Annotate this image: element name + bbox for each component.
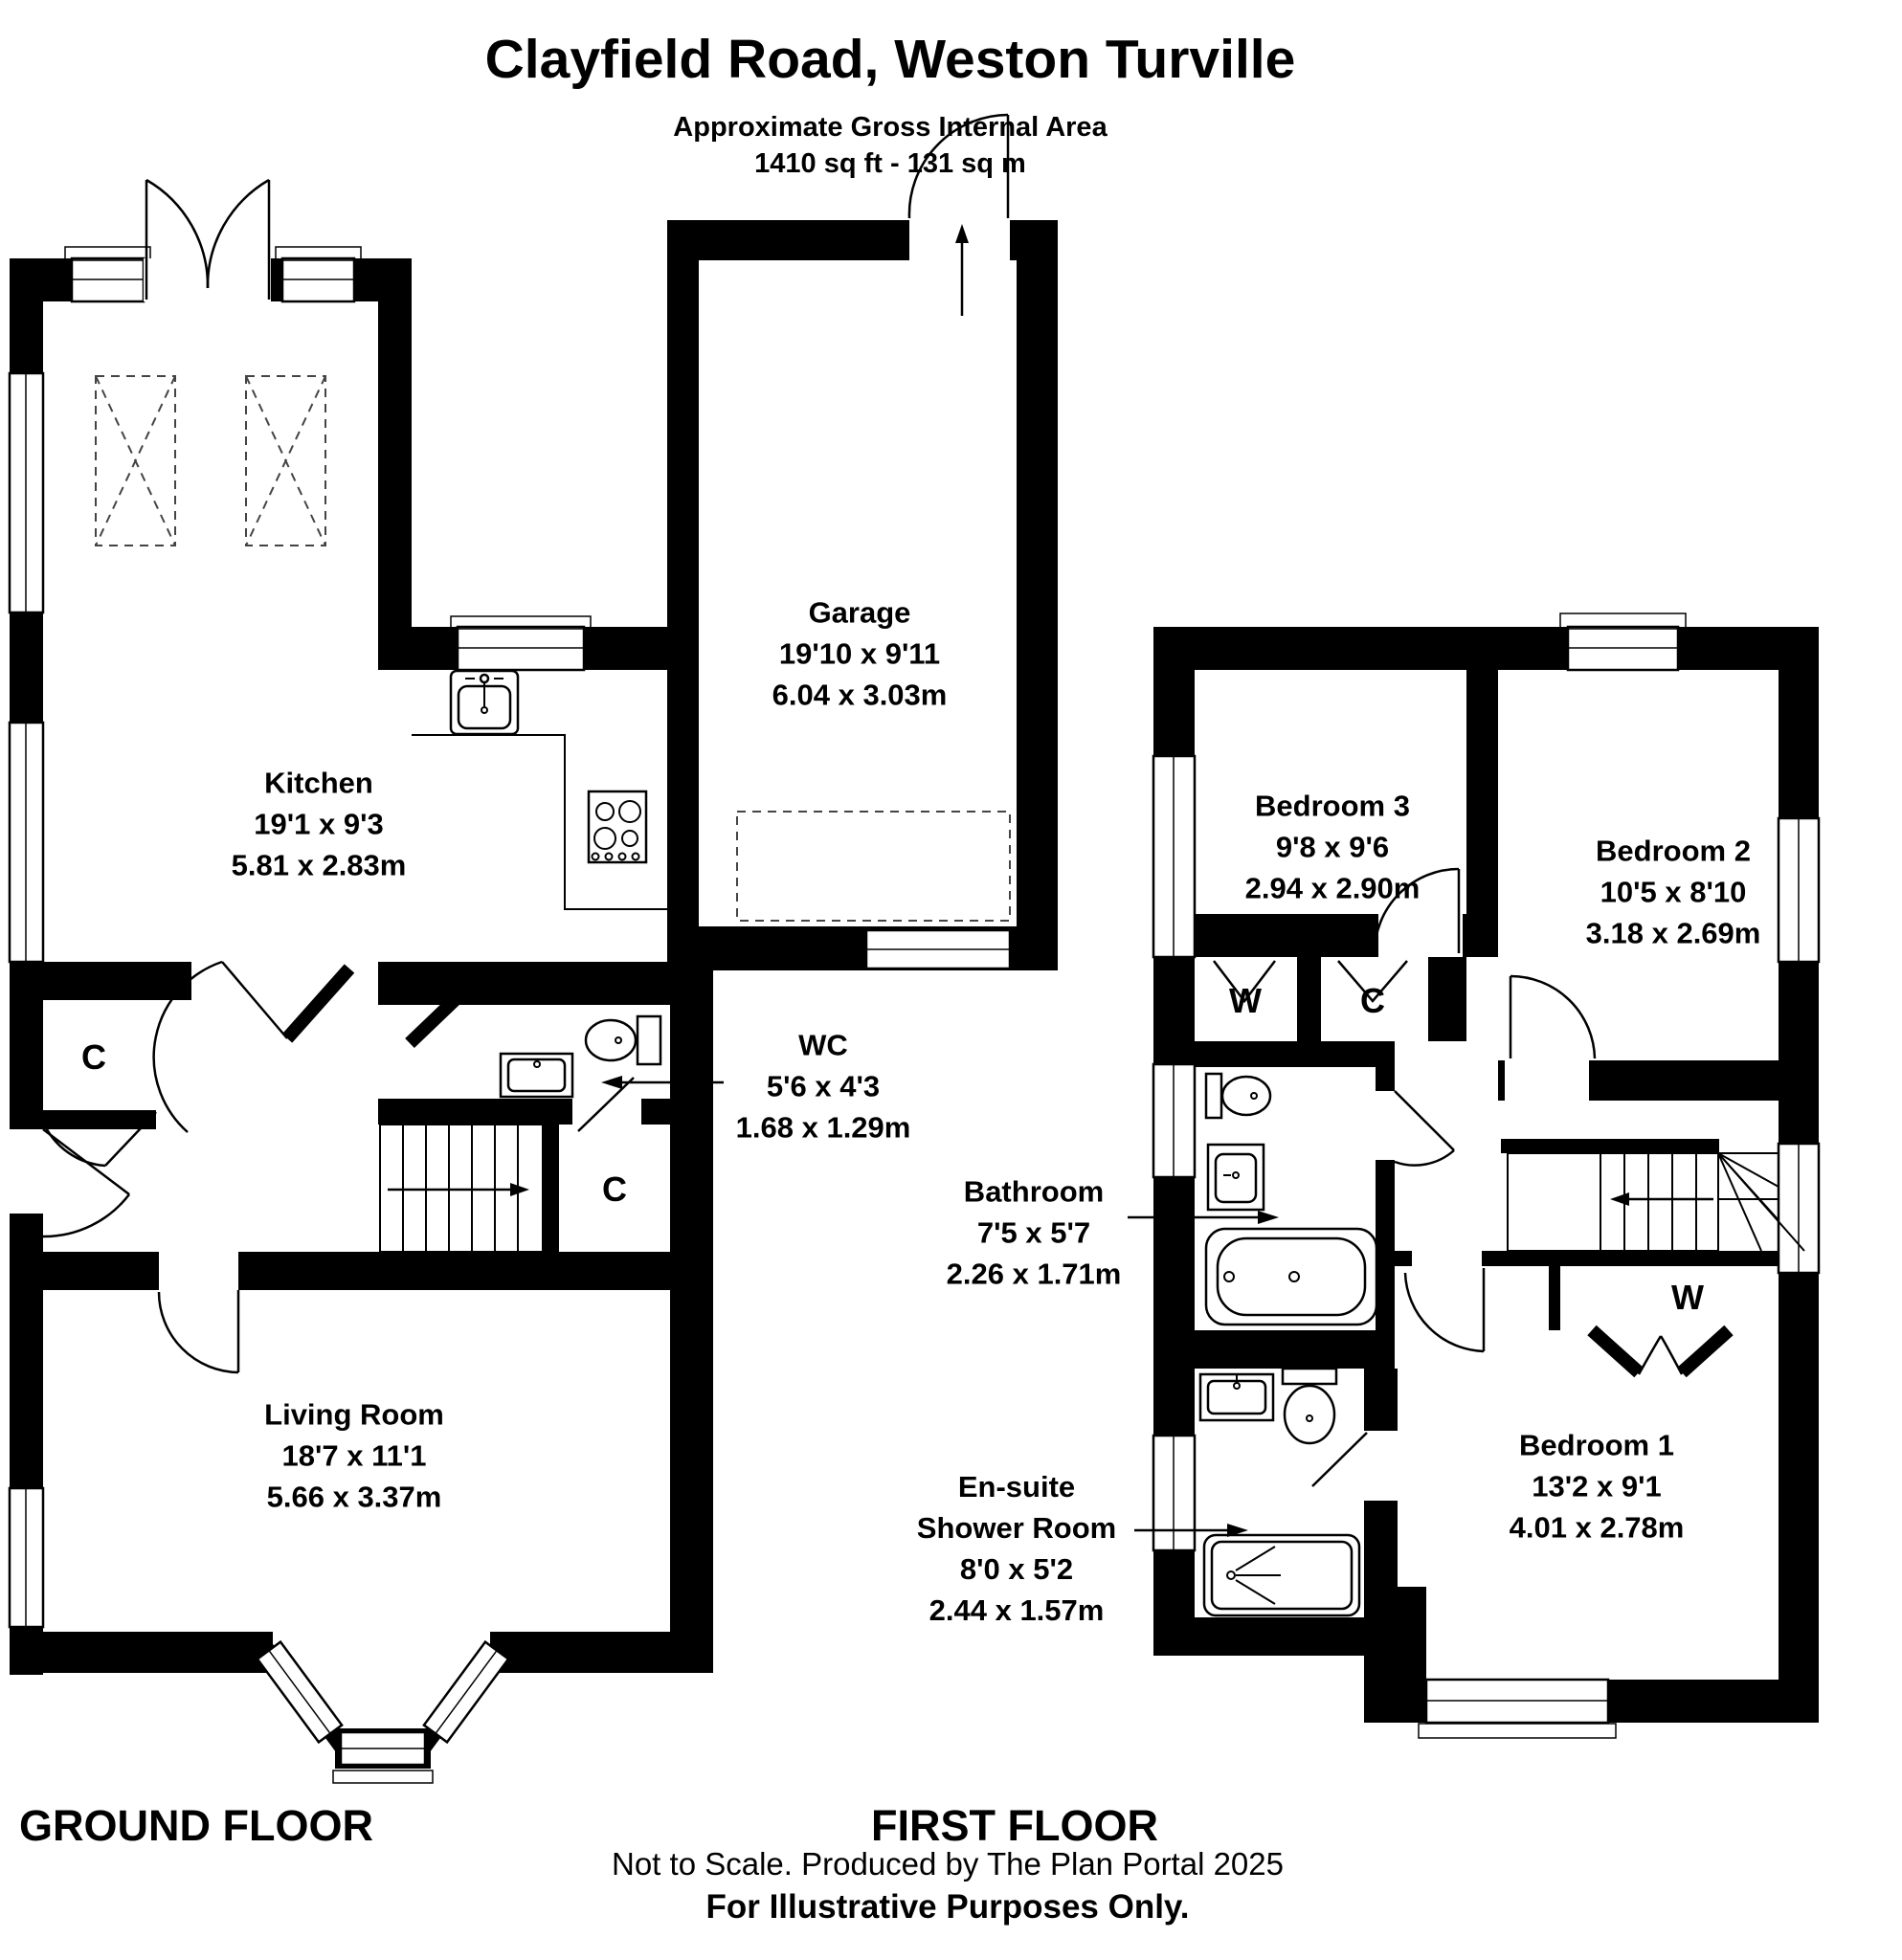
- bathroom-arrow: [1128, 1211, 1279, 1224]
- bedroom3-door: [1373, 867, 1461, 954]
- garage-door: [907, 113, 1010, 260]
- garage-dashed-area: [736, 811, 1011, 922]
- wc-label: WC 5'6 x 4'3 1.68 x 1.29m: [735, 1028, 911, 1145]
- hob-icon: [587, 790, 648, 864]
- ensuite-door: [1311, 1431, 1398, 1501]
- bay-window: [256, 1637, 510, 1784]
- hall-cupboard-label: C: [81, 1037, 106, 1077]
- kitchen-dashed-unit-2: [245, 375, 326, 546]
- ensuite-toilet-icon: [1281, 1367, 1338, 1445]
- living-room-door: [157, 1290, 240, 1374]
- garage-window-bottom: [864, 928, 1012, 970]
- wardrobe-bed1-label: W: [1671, 1278, 1704, 1317]
- footer-disclaimer: Not to Scale. Produced by The Plan Porta…: [612, 1846, 1284, 1882]
- page-subtitle: Approximate Gross Internal Area: [673, 112, 1108, 143]
- first-floor-plan: [1152, 612, 1821, 1739]
- wc-arrow: [601, 1076, 724, 1089]
- bathroom-window-left: [1152, 1062, 1197, 1179]
- kitchen-window-over-sink: [450, 615, 592, 672]
- living-room-label: Living Room 18'7 x 11'1 5.66 x 3.37m: [264, 1397, 444, 1514]
- bathroom-label: Bathroom 7'5 x 5'7 2.26 x 1.71m: [946, 1174, 1122, 1291]
- bedroom3-label: Bedroom 3 9'8 x 9'6 2.94 x 2.90m: [1244, 789, 1421, 905]
- wc-sink-icon: [499, 1052, 574, 1099]
- cupboard-landing-door: [1337, 960, 1408, 1003]
- bedroom2-label: Bedroom 2 10'5 x 8'10 3.18 x 2.69m: [1585, 834, 1761, 950]
- kitchen-window-left-top: [8, 371, 45, 614]
- bathroom-sink-icon: [1206, 1143, 1265, 1212]
- bathroom-door: [1394, 1090, 1455, 1167]
- kitchen-dashed-unit-1: [95, 375, 176, 546]
- bath-icon: [1204, 1227, 1378, 1326]
- shower-icon: [1202, 1533, 1361, 1617]
- garage-label: Garage 19'10 x 9'11 6.04 x 3.03m: [772, 595, 948, 712]
- kitchen-window-top-left: [64, 246, 151, 303]
- footer-purpose: For Illustrative Purposes Only.: [705, 1888, 1190, 1926]
- kitchen-window-left-bottom: [8, 721, 45, 964]
- ground-floor-label: GROUND FLOOR: [19, 1801, 373, 1850]
- stairs-cupboard-label: C: [602, 1169, 627, 1209]
- french-doors: [144, 178, 271, 301]
- landing-window-right: [1777, 1142, 1821, 1275]
- bedroom1-label: Bedroom 1 13'2 x 9'1 4.01 x 2.78m: [1509, 1428, 1685, 1545]
- bedroom2-door: [1509, 974, 1597, 1059]
- stairs-ground: [379, 1124, 544, 1253]
- wc-door: [577, 1077, 635, 1132]
- living-room-window-left: [8, 1486, 45, 1629]
- closet-door-hall: [41, 1111, 157, 1168]
- page-title: Clayfield Road, Weston Turville: [484, 29, 1296, 90]
- bedroom1-window-bottom: [1418, 1678, 1617, 1739]
- ensuite-label: En-suite Shower Room 8'0 x 5'2 2.44 x 1.…: [916, 1470, 1117, 1627]
- kitchen-door: [152, 960, 288, 1133]
- ensuite-arrow: [1134, 1524, 1248, 1537]
- bedroom3-window-left: [1152, 754, 1197, 959]
- label-arrows: [601, 1076, 1279, 1537]
- ground-floor-plan: [8, 113, 1058, 1784]
- wardrobe-bed3-label: W: [1229, 981, 1262, 1020]
- wc-toilet-icon: [584, 1014, 662, 1066]
- front-door: [10, 1128, 130, 1238]
- bedroom1-door: [1403, 1268, 1486, 1353]
- bathroom-toilet-icon: [1204, 1072, 1272, 1120]
- page-area: 1410 sq ft - 131 sq m: [754, 148, 1026, 179]
- ensuite-window-left: [1152, 1434, 1197, 1552]
- wardrobe-bed1-doors: [1587, 1325, 1734, 1378]
- cupboard-landing-label: C: [1360, 981, 1385, 1020]
- garage-entry-arrow: [955, 224, 969, 316]
- stairs-first: [1507, 1152, 1805, 1252]
- first-floor-label: FIRST FLOOR: [871, 1801, 1158, 1850]
- kitchen-window-top-right: [275, 246, 362, 303]
- bedroom2-window-right: [1777, 816, 1821, 964]
- kitchen-sink-icon: [449, 669, 520, 736]
- kitchen-label: Kitchen 19'1 x 9'3 5.81 x 2.83m: [231, 766, 407, 882]
- bedroom2-window-top: [1559, 612, 1687, 672]
- wardrobe-bed3-door: [1213, 960, 1276, 1004]
- ensuite-sink-icon: [1198, 1372, 1275, 1422]
